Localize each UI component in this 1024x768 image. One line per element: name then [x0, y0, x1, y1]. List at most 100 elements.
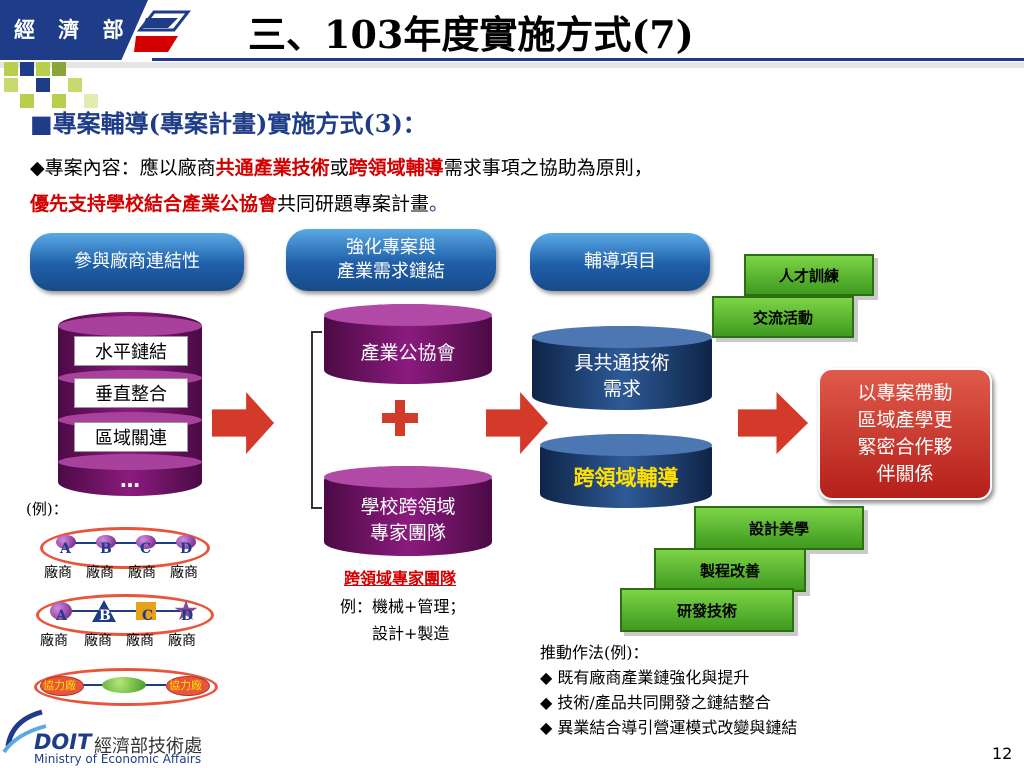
school-team-label: 學校跨領域 專家團隊	[360, 496, 456, 544]
company-node-square	[136, 602, 156, 620]
subtitle-text: 專案輔導(專案計畫)實施方式(3)：	[52, 109, 427, 138]
header-pill-linkage-label: 參與廠商連結性	[74, 251, 200, 272]
method-bullet: ◆	[540, 718, 553, 737]
ministry-badge-text: 經 濟 部	[14, 17, 132, 42]
description-line2-suffix: 共同研題專案計畫	[277, 193, 430, 215]
item-design-aesthetics: 設計美學	[694, 506, 864, 550]
cross-team-example-1: 例：機械+管理；	[340, 597, 466, 616]
ministry-logo-icon	[128, 6, 198, 58]
example-oval-suppliers	[34, 668, 218, 706]
company-node	[96, 535, 116, 549]
node-label: B	[100, 541, 112, 557]
ministry-badge	[0, 0, 148, 60]
header-pill-strengthen: 強化專案與 產業需求鏈結	[286, 229, 496, 291]
header-pill-linkage: 參與廠商連結性	[30, 233, 244, 291]
stack-item-vertical: 垂直整合	[74, 378, 188, 408]
item-talent-training: 人才訓練	[744, 254, 874, 296]
header-rule	[152, 58, 1024, 61]
company-label: 廠商	[86, 565, 114, 581]
core-node	[102, 677, 146, 693]
example-chain-horizontal: A B C D	[56, 535, 206, 557]
node-label: B	[99, 608, 111, 624]
method-item: ◆ 技術/產品共同開發之鏈結整合	[540, 690, 797, 715]
result-label: 以專案帶動 區域產學更 緊密合作夥 伴關係	[857, 382, 953, 485]
cross-domain-cylinder: 跨領域輔導	[540, 434, 712, 508]
chain-line	[64, 610, 188, 612]
cylinder-cap	[324, 466, 492, 488]
section-subtitle: ■專案輔導(專案計畫)實施方式(3)：	[30, 104, 427, 139]
example-chain-vertical: A B C D	[50, 600, 210, 624]
school-team-cylinder: 學校跨領域 專家團隊	[324, 466, 492, 556]
plus-icon	[380, 398, 420, 438]
methods-title: 推動作法(例)：	[540, 643, 649, 662]
node-label: C	[142, 608, 154, 624]
company-node	[176, 535, 196, 549]
industry-association-label: 產業公協會	[360, 342, 456, 364]
stack-cylinder-cap	[58, 316, 202, 336]
method-bullet: ◆	[540, 668, 553, 687]
method-bullet: ◆	[540, 693, 553, 712]
stack-divider	[58, 454, 202, 470]
header-pill-strengthen-label: 強化專案與 產業需求鏈結	[337, 237, 445, 282]
doit-logo-icon	[2, 706, 48, 756]
header-stripe	[0, 62, 1024, 68]
example-label: (例)：	[26, 500, 68, 518]
company-label: 廠商	[170, 565, 198, 581]
subtitle-bullet: ■	[30, 109, 53, 138]
method-text: 異業結合導引營運模式改變與鏈結	[557, 718, 798, 737]
example-oval-vertical	[36, 594, 214, 636]
description-period: 。	[429, 193, 449, 215]
description-highlight-cross-domain: 跨領域輔導	[348, 157, 444, 179]
company-node-circle	[50, 602, 72, 620]
cross-team-example-2: 設計+製造	[372, 624, 450, 643]
item-rd-technology: 研發技術	[620, 588, 794, 632]
description-or: 或	[329, 157, 349, 179]
method-text: 技術/產品共同開發之鏈結整合	[557, 693, 771, 712]
arrow-right-icon	[738, 392, 808, 454]
doit-org-cn: 經濟部技術處	[94, 736, 202, 757]
page-number: 12	[992, 744, 1013, 763]
example-oval-horizontal	[40, 527, 210, 569]
supplier-label: 協力廠	[169, 679, 202, 692]
example-chain-suppliers: 協力廠 協力廠	[40, 675, 210, 696]
bracket-icon	[308, 330, 324, 510]
item-exchange-activities: 交流活動	[712, 296, 854, 338]
description-line-2: 優先支持學校結合產業公協會共同研題專案計畫。	[30, 186, 653, 222]
cross-domain-label: 跨領域輔導	[573, 466, 679, 490]
supplier-node	[166, 676, 210, 696]
node-label: D	[180, 541, 193, 557]
promotion-methods: 推動作法(例)： ◆ 既有廠商產業鏈強化與提升 ◆ 技術/產品共同開發之鏈結整合…	[540, 640, 797, 740]
result-box: 以專案帶動 區域產學更 緊密合作夥 伴關係	[818, 368, 992, 500]
description-highlight-common-tech: 共通產業技術	[215, 157, 330, 179]
cross-team-title: 跨領域專家團隊	[344, 569, 457, 588]
company-node	[56, 535, 76, 549]
supplier-node	[40, 676, 84, 696]
company-label: 廠商	[168, 633, 196, 649]
description-suffix: 需求事項之協助為原則，	[443, 157, 653, 179]
item-process-improvement: 製程改善	[654, 548, 806, 592]
cylinder-cap	[540, 434, 712, 456]
method-item: ◆ 異業結合導引營運模式改變與鏈結	[540, 715, 797, 740]
page-title: 三、103年度實施方式(7)	[248, 12, 694, 57]
description-line-1: ◆專案內容：應以廠商共通產業技術或跨領域輔導需求事項之協助為原則，	[30, 150, 653, 186]
method-item: ◆ 既有廠商產業鏈強化與提升	[540, 665, 797, 690]
header-pill-counseling-label: 輔導項目	[584, 251, 656, 272]
company-label: 廠商	[84, 633, 112, 649]
company-label: 廠商	[128, 565, 156, 581]
project-description: ◆專案內容：應以廠商共通產業技術或跨領域輔導需求事項之協助為原則， 優先支持學校…	[30, 150, 653, 222]
method-text: 既有廠商產業鏈強化與提升	[557, 668, 750, 687]
linkage-stack: 水平鏈結 垂直整合 區域關連 …	[58, 312, 202, 496]
supplier-label: 協力廠	[43, 679, 76, 692]
header-squares	[4, 60, 114, 110]
stack-item-horizontal: 水平鏈結	[74, 336, 188, 366]
cylinder-cap	[532, 326, 712, 348]
header-pill-counseling: 輔導項目	[530, 233, 710, 291]
doit-logo-text: DOIT	[34, 730, 92, 754]
doit-org-en: Ministry of Economic Affairs	[34, 752, 202, 766]
common-tech-label: 具共通技術 需求	[574, 352, 670, 400]
stack-item-regional: 區域關連	[74, 422, 188, 452]
node-label: A	[60, 541, 71, 557]
company-label: 廠商	[126, 633, 154, 649]
common-tech-cylinder: 具共通技術 需求	[532, 326, 712, 410]
description-prefix: 專案內容：應以廠商	[44, 157, 216, 179]
